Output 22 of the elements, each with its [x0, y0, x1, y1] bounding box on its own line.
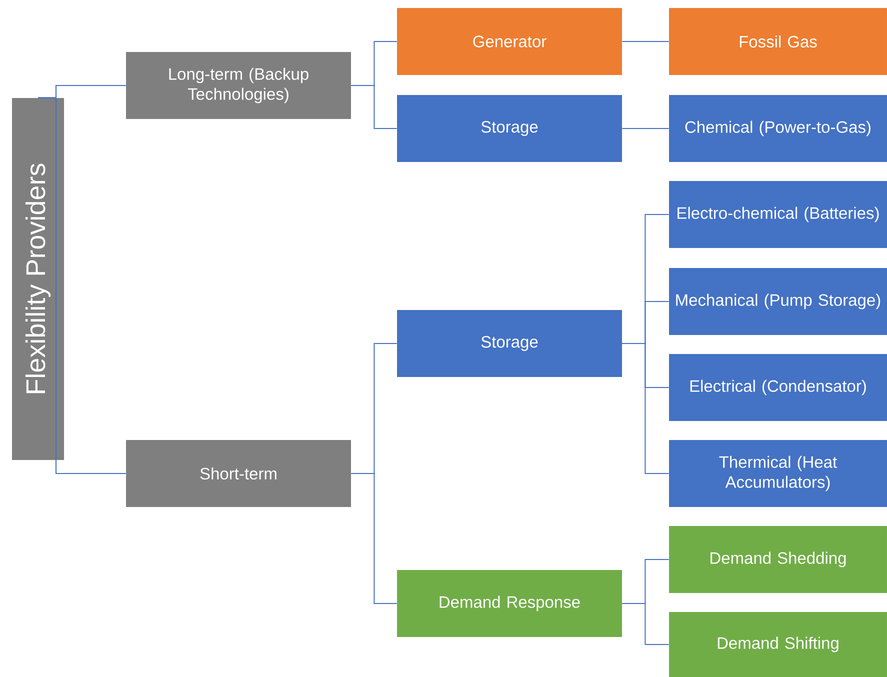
connector-line — [38, 97, 126, 474]
category-box: Electrical (Condensator) — [669, 354, 887, 421]
connector-line — [350, 473, 398, 604]
category-box: Storage — [397, 95, 622, 162]
title-box: Flexibility Providers — [12, 98, 64, 460]
connector-line — [350, 85, 398, 129]
category-box: Thermical (Heat Accumulators) — [669, 440, 887, 507]
connector-line — [622, 603, 670, 645]
category-box: Generator — [397, 8, 622, 75]
category-box: Short-term — [126, 440, 351, 507]
connector-line — [622, 41, 670, 42]
category-box: Mechanical (Pump Storage) — [669, 268, 887, 335]
category-box: Fossil Gas — [669, 8, 887, 75]
category-box: Demand Shedding — [669, 526, 887, 593]
category-box: Long-term (Backup Technologies) — [126, 52, 351, 119]
category-box: Storage — [397, 310, 622, 377]
category-box: Demand Response — [397, 570, 622, 637]
category-box: Demand Shifting — [669, 612, 887, 677]
connector-line — [622, 343, 670, 474]
category-box: Electro-chemical (Batteries) — [669, 181, 887, 248]
connector-line — [622, 128, 670, 129]
category-box: Chemical (Power-to-Gas) — [669, 95, 887, 162]
